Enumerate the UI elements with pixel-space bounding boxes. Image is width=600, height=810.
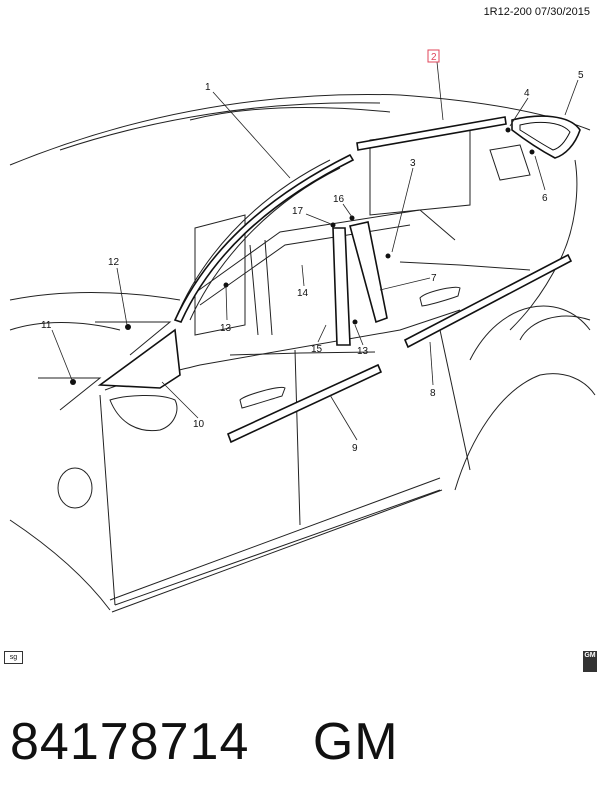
- callout-5: 5: [578, 70, 584, 81]
- callout-9: 9: [352, 443, 358, 454]
- callout-4: 4: [524, 88, 530, 99]
- mirror-patch-applique: [97, 328, 181, 389]
- fastener-17: [330, 222, 336, 228]
- callout-16: 16: [333, 194, 345, 205]
- roof-drip-molding: [356, 116, 507, 151]
- callout-14: 14: [297, 288, 309, 299]
- callout-2: 2: [431, 52, 437, 63]
- vehicle-outline: [9, 94, 596, 613]
- callout-11: 11: [41, 320, 52, 331]
- brand-name: GM: [312, 713, 399, 771]
- fastener-4: [505, 127, 511, 133]
- fastener-6: [529, 149, 535, 155]
- callout-2-box: [427, 49, 440, 63]
- fastener-13b: [352, 319, 358, 325]
- fastener-13a: [223, 282, 229, 288]
- part-number: 84178714: [10, 713, 250, 771]
- front-door-belt-molding: [226, 363, 383, 444]
- callout-labels: 1 2 3 4 5 6 7 8 9 10 11 12 13 13 14 15 1…: [41, 49, 584, 454]
- center-pillar-applique-front: [332, 227, 351, 346]
- callout-3: 3: [410, 158, 416, 169]
- windshield-pillar-molding: [173, 153, 355, 323]
- callout-7: 7: [431, 273, 437, 284]
- callout-13a: 13: [220, 323, 232, 334]
- callout-1: 1: [205, 82, 211, 93]
- fastener-16: [349, 215, 355, 221]
- fastener-12: [125, 324, 131, 330]
- fastener-3: [385, 253, 391, 259]
- diagram-reference: 1R12-200 07/30/2015: [483, 6, 590, 18]
- callout-13b: 13: [357, 346, 369, 357]
- parts-diagram-svg: 1 2 3 4 5 6 7 8 9 10 11 12 13 13 14 15 1…: [9, 49, 596, 613]
- callout-15: 15: [311, 344, 323, 355]
- callout-10: 10: [193, 419, 205, 430]
- callout-8: 8: [430, 388, 436, 399]
- callout-leaders: [51, 61, 579, 441]
- callout-6: 6: [542, 193, 548, 204]
- fastener-11: [70, 379, 76, 385]
- exploded-parts-diagram: 1 2 3 4 5 6 7 8 9 10 11 12 13 13 14 15 1…: [9, 49, 596, 613]
- center-pillar-applique-rear: [349, 221, 388, 324]
- gm-logo-icon: GM: [583, 651, 597, 672]
- sg-badge: sg: [4, 651, 23, 664]
- part-number-line: 84178714 GM: [10, 712, 590, 772]
- fasteners: [70, 127, 535, 385]
- rear-door-belt-molding: [403, 253, 573, 349]
- callout-17: 17: [292, 206, 304, 217]
- callout-12: 12: [108, 257, 120, 268]
- molding-parts: [97, 115, 581, 444]
